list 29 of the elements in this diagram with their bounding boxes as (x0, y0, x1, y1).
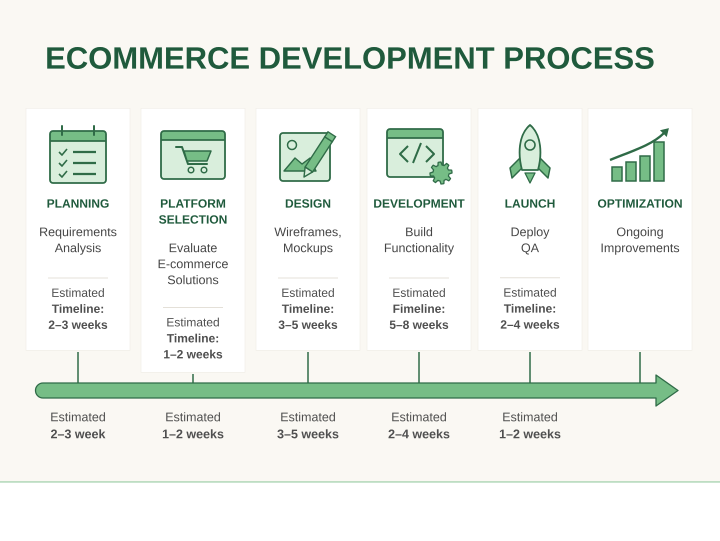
timeline-estimate: Estimated Timeline: 3–5 weeks (278, 288, 338, 329)
timeline-estimate: Estimated Timeline: 1–2 weeks (164, 318, 222, 358)
step-heading: OPTIMIZATION (598, 199, 682, 208)
step-heading: DEVELOPMENT (374, 199, 465, 208)
step-card (366, 108, 472, 351)
step-description: Requirements Analysis (40, 227, 116, 255)
step-heading: DESIGN (286, 199, 330, 208)
step-description: Evaluate E-commerce Solutions (158, 243, 228, 284)
timeline-estimate: Estimated Timeline: 2–3 weeks (48, 288, 108, 329)
step-heading: PLANNING (47, 199, 109, 208)
duration-label: Estimated 3–5 weeks (277, 412, 338, 438)
step-heading: PLATFORM SELECTION (159, 199, 227, 224)
step-card (26, 108, 130, 351)
duration-label: Estimated 2–4 weeks (388, 412, 450, 438)
step-description: Deploy QA (512, 227, 550, 255)
duration-label: Estimated 1–2 weeks (162, 412, 224, 438)
duration-label: Estimated 2–3 week (50, 412, 106, 438)
step-description: Build Functionality (384, 227, 454, 255)
timeline-estimate: Estimated Timeline: 2–4 weeks (500, 288, 560, 329)
step-card (478, 108, 582, 351)
step-description: Ongoing Improvements (602, 227, 680, 255)
step-card (140, 108, 246, 373)
duration-label: Estimated 1–2 weeks (500, 412, 560, 438)
step-heading: LAUNCH (505, 199, 555, 208)
step-card (588, 108, 692, 351)
step-description: Wireframes, Mockups (274, 227, 341, 255)
timeline-estimate: Estimated Fimeline: 5–8 weeks (390, 288, 448, 329)
step-card (256, 108, 360, 351)
title: ECOMMERCE DEVELOPMENT PROCESS (47, 47, 654, 69)
